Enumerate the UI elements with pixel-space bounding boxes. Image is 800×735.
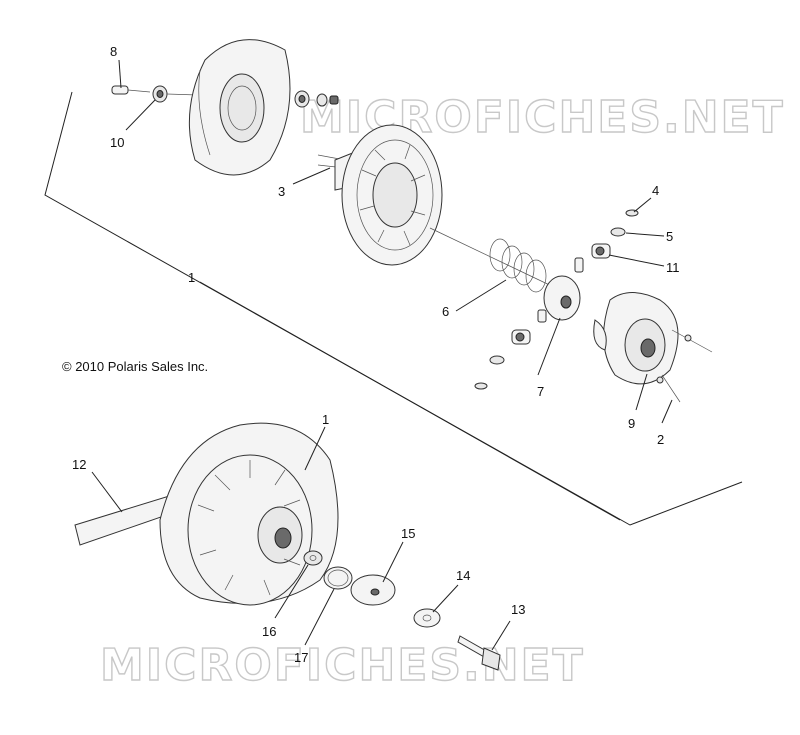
- part-9-cover: [593, 292, 679, 385]
- part-2-screws: [656, 329, 713, 403]
- callout-7: 7: [537, 384, 544, 399]
- callout-1-top: 1: [188, 270, 195, 285]
- part-15-washer: [350, 574, 396, 606]
- part-bushing-right: [294, 90, 339, 108]
- callout-2: 2: [657, 432, 664, 447]
- callout-15: 15: [401, 526, 415, 541]
- part-4-snap-ring: [625, 209, 639, 217]
- callout-14: 14: [456, 568, 470, 583]
- copyright-text: © 2010 Polaris Sales Inc.: [62, 359, 208, 374]
- callout-5: 5: [666, 229, 673, 244]
- callout-1-bottom: 1: [322, 412, 329, 427]
- callout-11: 11: [666, 260, 680, 275]
- part-6-spring: [429, 227, 561, 293]
- part-moveable-sheave: [334, 124, 443, 266]
- part-16-washer: [303, 550, 323, 566]
- part-13-bolt: [457, 635, 501, 671]
- callout-16: 16: [262, 624, 276, 639]
- callout-9: 9: [628, 416, 635, 431]
- callout-12: 12: [72, 457, 86, 472]
- part-11-roller: [591, 243, 611, 259]
- leader-lines: [91, 59, 673, 651]
- part-lower-roller: [474, 329, 531, 390]
- watermark-bottom: MICROFICHES.NET: [100, 640, 585, 691]
- callout-4: 4: [652, 183, 659, 198]
- part-1-driven-clutch: [159, 422, 339, 606]
- part-8-pin: [111, 85, 151, 95]
- callout-6: 6: [442, 304, 449, 319]
- callout-17: 17: [294, 650, 308, 665]
- callout-3: 3: [278, 184, 285, 199]
- part-17-washer: [323, 566, 353, 590]
- part-14-washer: [413, 608, 441, 628]
- callout-8: 8: [110, 44, 117, 59]
- part-5-washer: [610, 227, 626, 237]
- part-fixed-sheave: [188, 39, 291, 176]
- callout-13: 13: [511, 602, 525, 617]
- callout-10: 10: [110, 135, 124, 150]
- part-7-spider: [537, 257, 584, 323]
